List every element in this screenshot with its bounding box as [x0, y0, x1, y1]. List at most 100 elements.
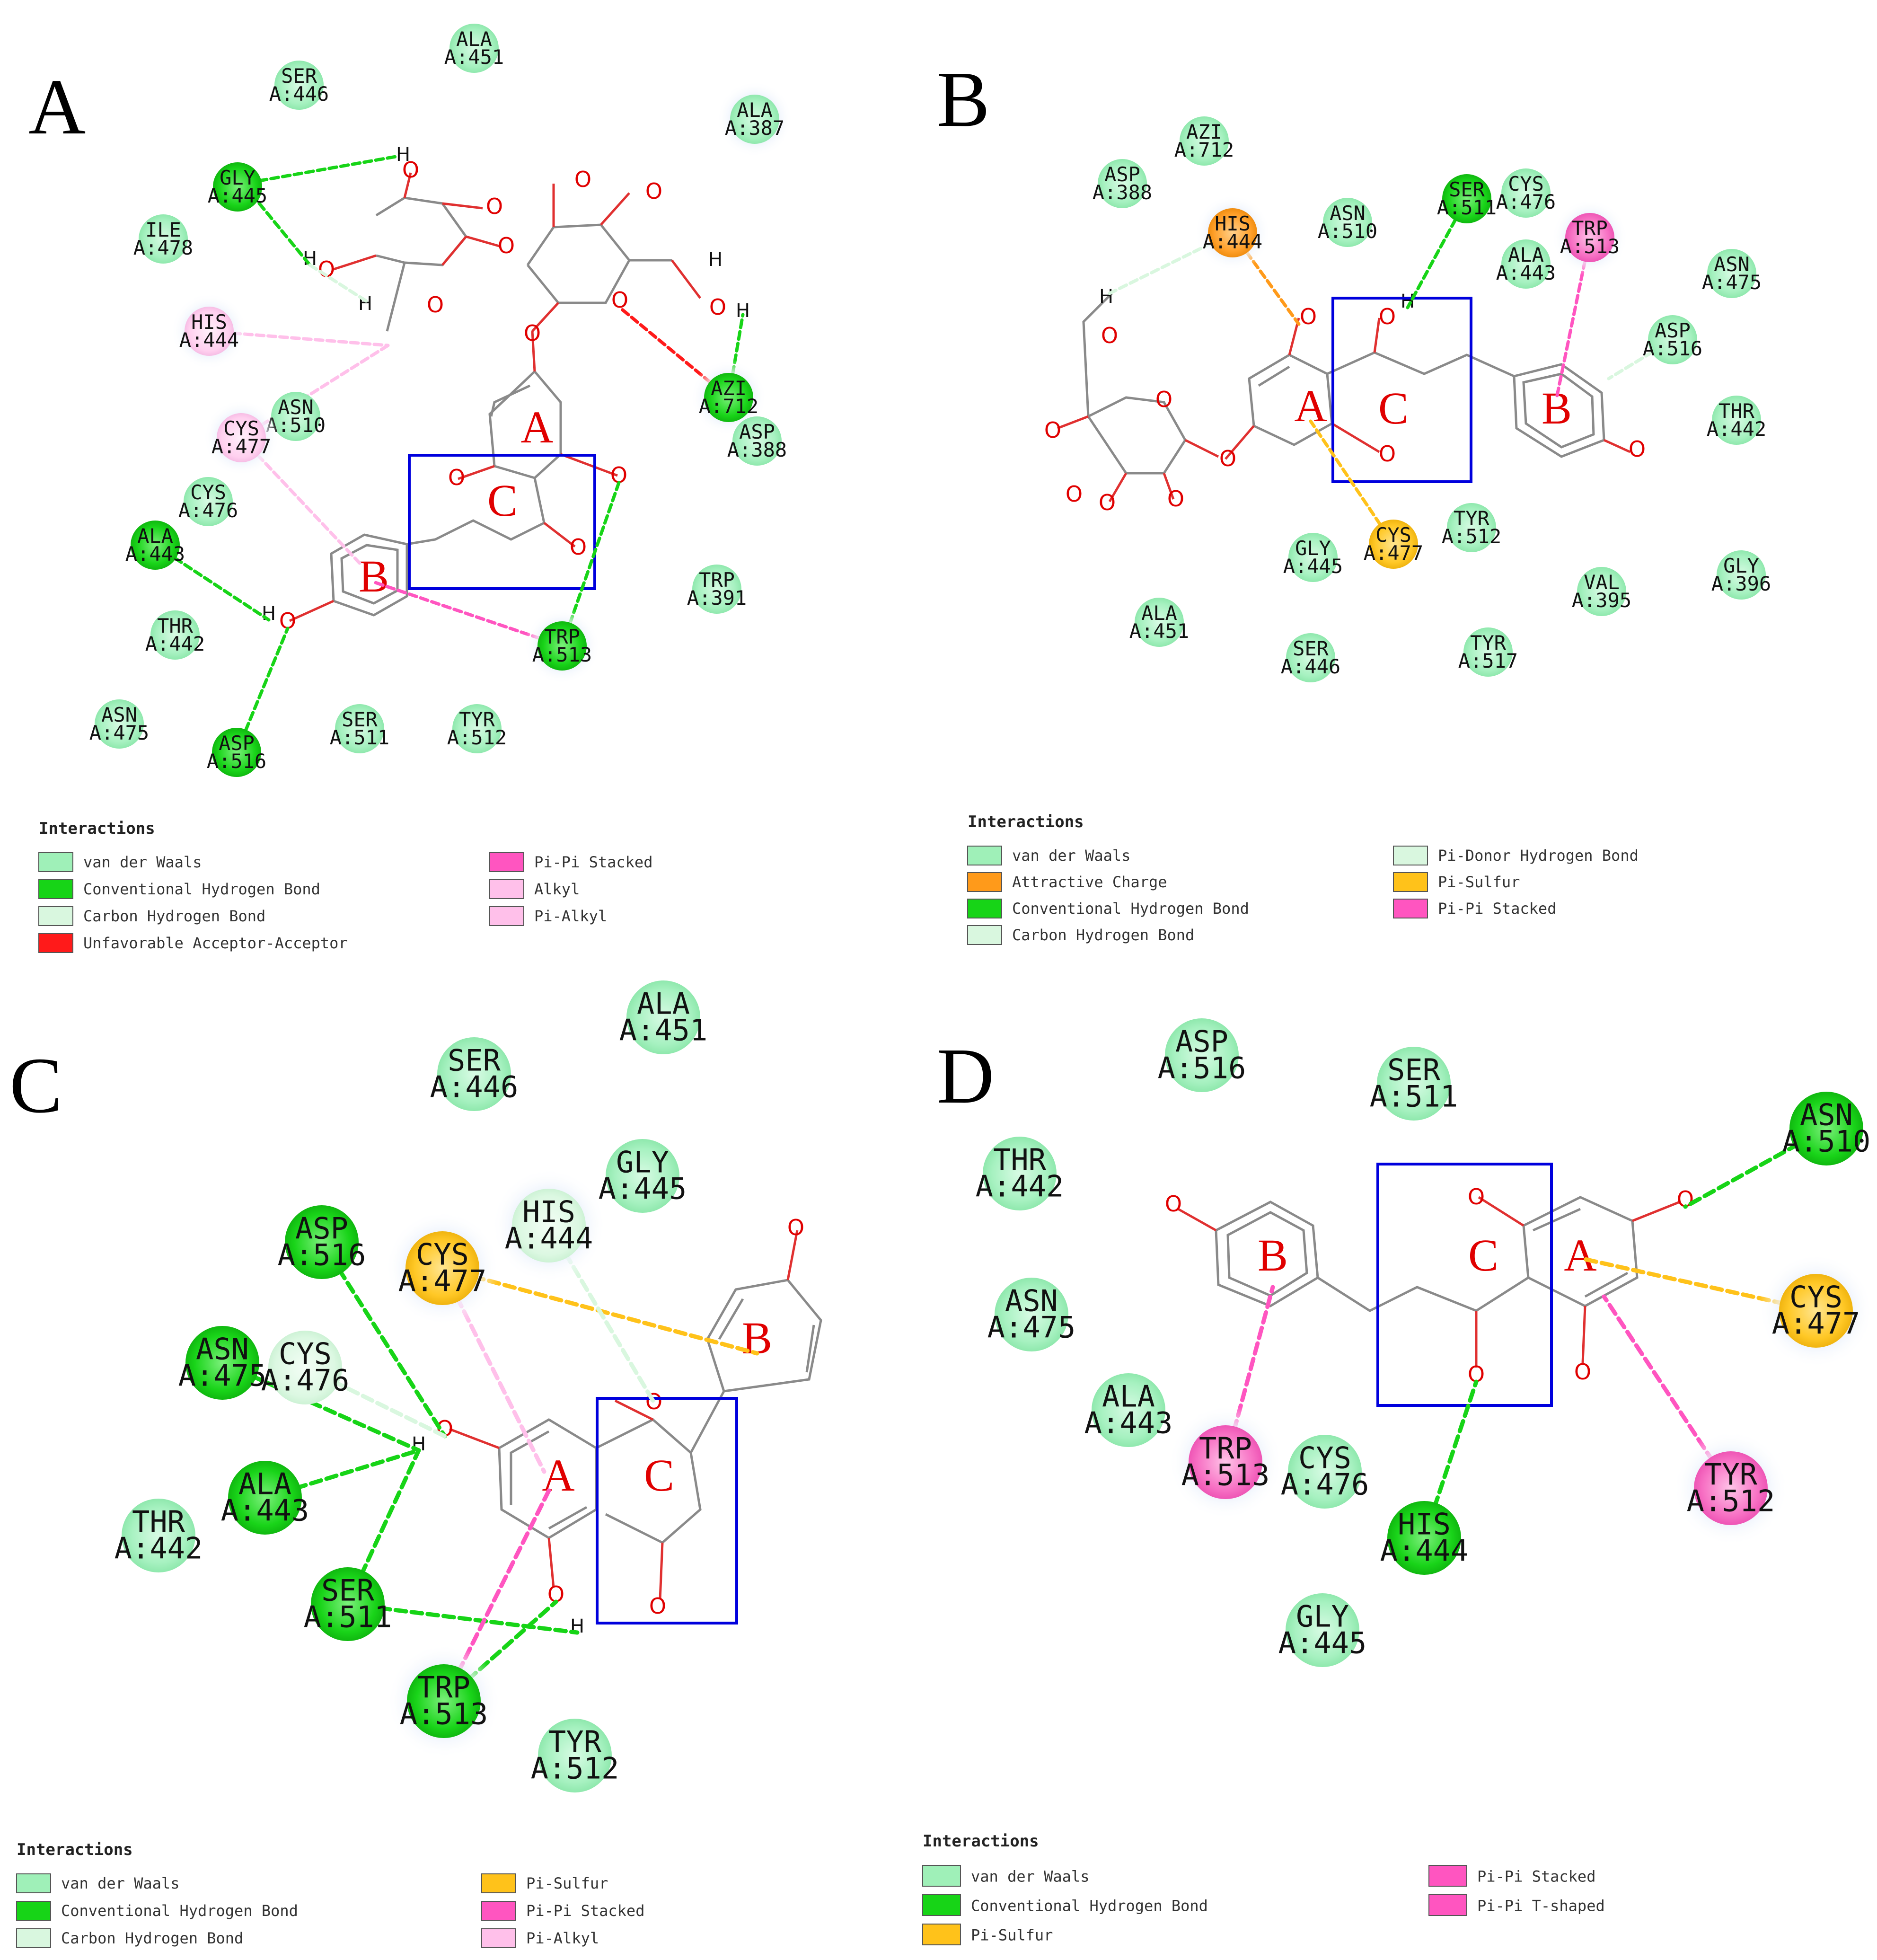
- svg-text:O: O: [645, 178, 662, 204]
- panel-c-c-ring-box: [596, 1397, 738, 1625]
- svg-text:GLY: GLY: [220, 166, 256, 189]
- svg-text:ASP: ASP: [739, 420, 775, 443]
- legend-swatch: [922, 1894, 961, 1916]
- svg-text:A:451: A:451: [619, 1013, 708, 1047]
- svg-text:A:516: A:516: [1643, 337, 1702, 360]
- svg-text:A:511: A:511: [1370, 1079, 1458, 1113]
- svg-text:A:396: A:396: [1711, 572, 1771, 595]
- svg-text:A:513: A:513: [400, 1696, 488, 1731]
- svg-text:ASN: ASN: [1714, 253, 1750, 276]
- svg-text:THR: THR: [132, 1505, 185, 1539]
- interaction-line-conventional-hbond: [257, 154, 400, 183]
- svg-text:ASN: ASN: [101, 703, 137, 726]
- legend-label: Conventional Hydrogen Bond: [83, 880, 320, 898]
- svg-text:A:443: A:443: [125, 542, 185, 565]
- svg-text:O: O: [649, 1593, 666, 1619]
- legend-swatch: [967, 899, 1002, 918]
- legend-swatch: [489, 906, 524, 926]
- svg-text:ALA: ALA: [137, 524, 173, 547]
- svg-text:O: O: [1219, 446, 1236, 471]
- svg-text:O: O: [1101, 323, 1118, 348]
- svg-text:A:444: A:444: [1203, 230, 1262, 253]
- svg-text:H: H: [396, 144, 410, 166]
- legend-label: van der Waals: [1012, 847, 1130, 865]
- svg-text:A:445: A:445: [1283, 555, 1343, 578]
- svg-text:A:712: A:712: [699, 395, 758, 418]
- svg-text:A:712: A:712: [1174, 138, 1234, 161]
- legend-label: Carbon Hydrogen Bond: [61, 1929, 243, 1947]
- legend-label: Pi-Alkyl: [534, 907, 607, 925]
- svg-text:O: O: [574, 167, 591, 192]
- svg-text:A:443: A:443: [1496, 261, 1556, 284]
- svg-text:A:476: A:476: [1281, 1467, 1369, 1501]
- legend-swatch: [489, 879, 524, 899]
- svg-text:A: A: [520, 402, 553, 452]
- svg-text:ALA: ALA: [456, 27, 492, 51]
- svg-text:O: O: [1165, 1191, 1182, 1217]
- svg-text:HIS: HIS: [1215, 212, 1251, 235]
- svg-text:C: C: [1468, 1230, 1498, 1280]
- legend-swatch: [38, 852, 73, 872]
- svg-text:SER: SER: [1387, 1053, 1441, 1087]
- svg-text:A:512: A:512: [1687, 1483, 1775, 1518]
- svg-text:A:511: A:511: [1437, 196, 1497, 219]
- svg-text:A:512: A:512: [1442, 525, 1501, 548]
- svg-text:A:475: A:475: [1702, 271, 1762, 294]
- svg-text:A: A: [1564, 1230, 1596, 1280]
- legend-swatch: [922, 1865, 961, 1887]
- svg-text:O: O: [787, 1215, 804, 1240]
- svg-text:AZI: AZI: [711, 377, 747, 400]
- legend-label: Conventional Hydrogen Bond: [61, 1902, 298, 1920]
- svg-text:TYR: TYR: [548, 1725, 602, 1759]
- svg-text:CYS: CYS: [279, 1337, 332, 1371]
- svg-text:CYS: CYS: [1789, 1280, 1842, 1315]
- svg-text:TRP: TRP: [417, 1670, 470, 1705]
- svg-text:A:516: A:516: [1158, 1051, 1246, 1085]
- svg-text:ALA: ALA: [1141, 601, 1177, 625]
- svg-text:A:476: A:476: [178, 499, 238, 522]
- svg-text:TYR: TYR: [1454, 507, 1490, 530]
- svg-text:A:442: A:442: [1707, 417, 1766, 441]
- legend-label: Pi-Pi Stacked: [526, 1902, 644, 1920]
- svg-text:O: O: [524, 320, 541, 346]
- legend-label: Alkyl: [534, 880, 580, 898]
- legend-swatch: [967, 872, 1002, 892]
- panel-d-atom-labels: O O O O O: [1165, 1184, 1694, 1387]
- interaction-line-conventional-hbond: [319, 1240, 447, 1439]
- svg-text:Interactions: Interactions: [39, 819, 155, 838]
- svg-text:ASN: ASN: [278, 396, 314, 419]
- svg-text:ASP: ASP: [1655, 319, 1691, 342]
- svg-text:ASN: ASN: [1005, 1284, 1058, 1318]
- panel-letter-a: A: [28, 63, 86, 151]
- svg-text:C: C: [1378, 383, 1409, 433]
- svg-text:A:442: A:442: [976, 1169, 1064, 1203]
- svg-text:A:446: A:446: [269, 82, 329, 106]
- svg-text:SER: SER: [448, 1043, 501, 1078]
- svg-text:TRP: TRP: [1572, 217, 1608, 240]
- svg-text:A:477: A:477: [1772, 1306, 1860, 1341]
- svg-text:O: O: [402, 157, 419, 183]
- svg-text:TRP: TRP: [699, 568, 735, 592]
- svg-text:THR: THR: [993, 1143, 1047, 1177]
